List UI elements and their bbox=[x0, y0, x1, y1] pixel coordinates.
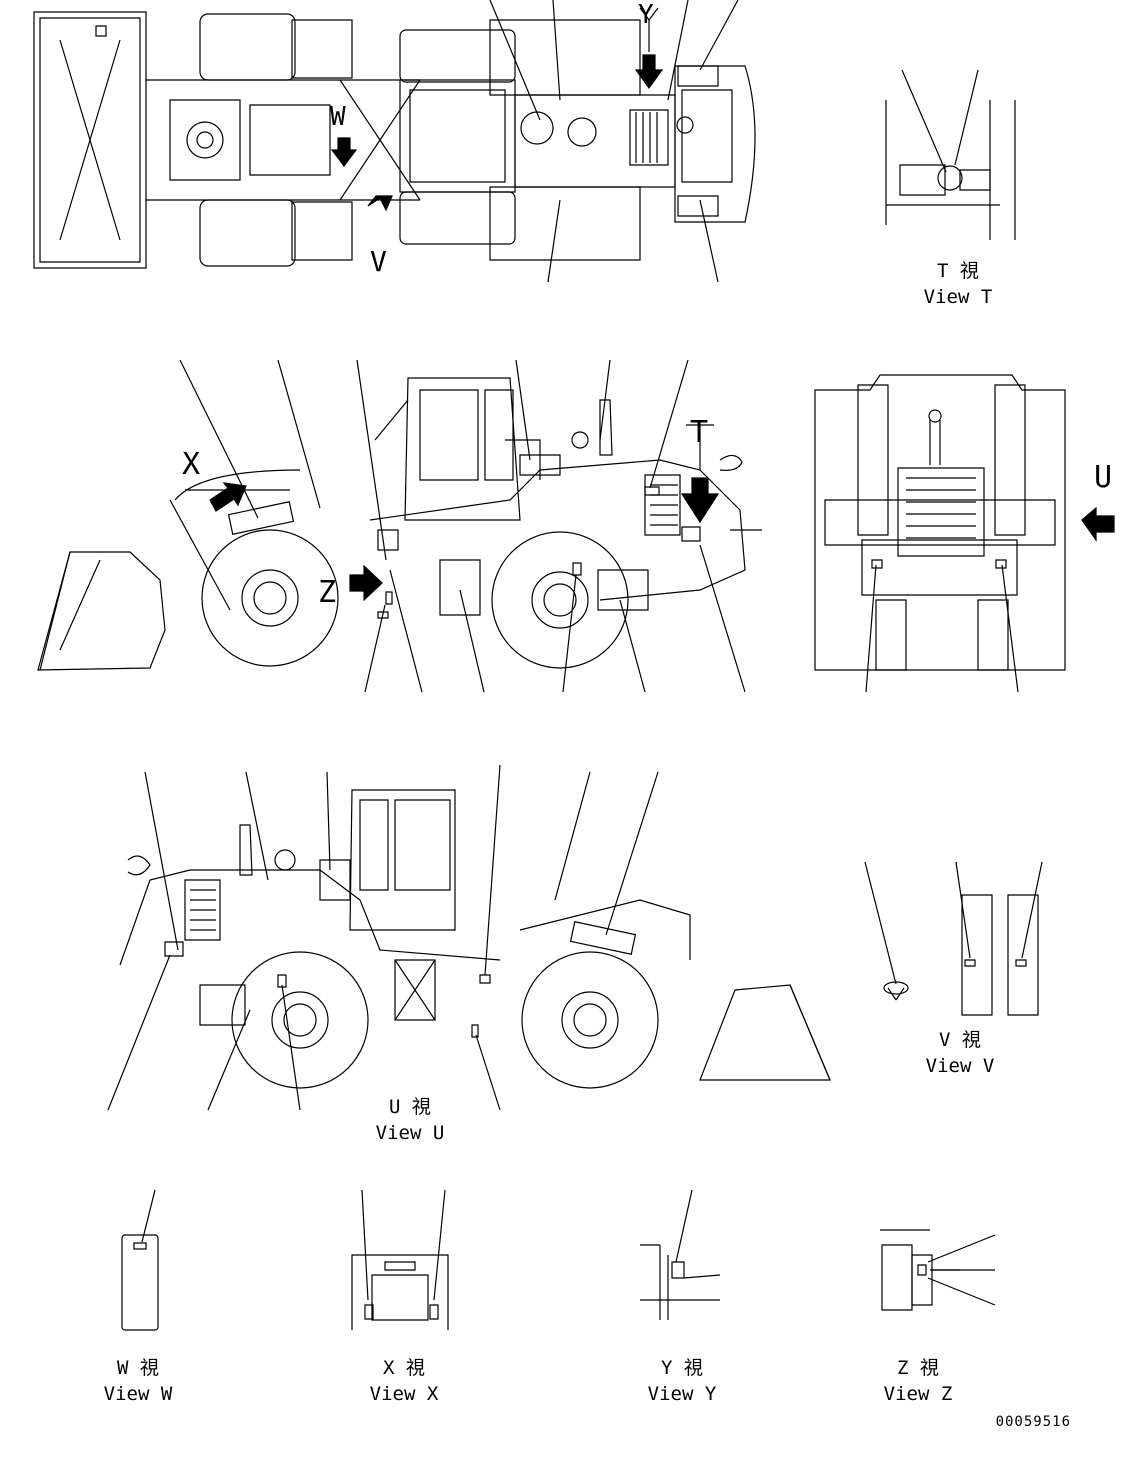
view-x-detail bbox=[352, 1190, 448, 1330]
caption-view-t: T 視 View T bbox=[908, 258, 1008, 310]
view-y-detail bbox=[640, 1190, 720, 1320]
caption-view-y-jp: Y 視 bbox=[661, 1357, 703, 1379]
arrow-label-w: W bbox=[330, 102, 347, 132]
caption-view-v: V 視 View V bbox=[910, 1027, 1010, 1079]
caption-view-w-jp: W 視 bbox=[117, 1357, 159, 1379]
caption-view-x-jp: X 視 bbox=[383, 1357, 425, 1379]
caption-view-z-jp: Z 視 bbox=[897, 1357, 939, 1379]
caption-view-x: X 視 View X bbox=[354, 1355, 454, 1407]
caption-view-w: W 視 View W bbox=[88, 1355, 188, 1407]
caption-view-t-jp: T 視 bbox=[937, 260, 979, 282]
arrow-label-u: U bbox=[1094, 460, 1114, 495]
caption-view-t-en: View T bbox=[923, 286, 993, 308]
caption-view-u-en: View U bbox=[375, 1122, 445, 1144]
caption-view-y: Y 視 View Y bbox=[632, 1355, 732, 1407]
arrow-label-t: T bbox=[690, 415, 710, 450]
arrow-label-y: Y bbox=[638, 0, 655, 30]
left-side-view bbox=[38, 360, 762, 692]
caption-view-u-jp: U 視 bbox=[389, 1096, 431, 1118]
drawing-number: 00059516 bbox=[995, 1414, 1071, 1430]
caption-view-z-en: View Z bbox=[883, 1383, 953, 1405]
caption-view-u: U 視 View U bbox=[360, 1094, 460, 1146]
top-view bbox=[34, 0, 755, 282]
arrow-label-x: X bbox=[182, 447, 202, 482]
caption-view-z: Z 視 View Z bbox=[868, 1355, 968, 1407]
view-t-detail bbox=[886, 70, 1015, 240]
caption-view-v-en: View V bbox=[925, 1055, 995, 1077]
view-v-detail bbox=[865, 862, 1042, 1015]
arrow-label-z: Z bbox=[318, 575, 338, 610]
view-w-detail bbox=[122, 1190, 158, 1330]
view-z-detail bbox=[880, 1230, 995, 1310]
caption-view-y-en: View Y bbox=[647, 1383, 717, 1405]
right-side-view bbox=[108, 765, 830, 1110]
caption-view-w-en: View W bbox=[103, 1383, 173, 1405]
arrow-label-v: V bbox=[370, 245, 388, 278]
rear-view bbox=[815, 375, 1114, 692]
caption-view-x-en: View X bbox=[369, 1383, 439, 1405]
caption-view-v-jp: V 視 bbox=[939, 1029, 981, 1051]
